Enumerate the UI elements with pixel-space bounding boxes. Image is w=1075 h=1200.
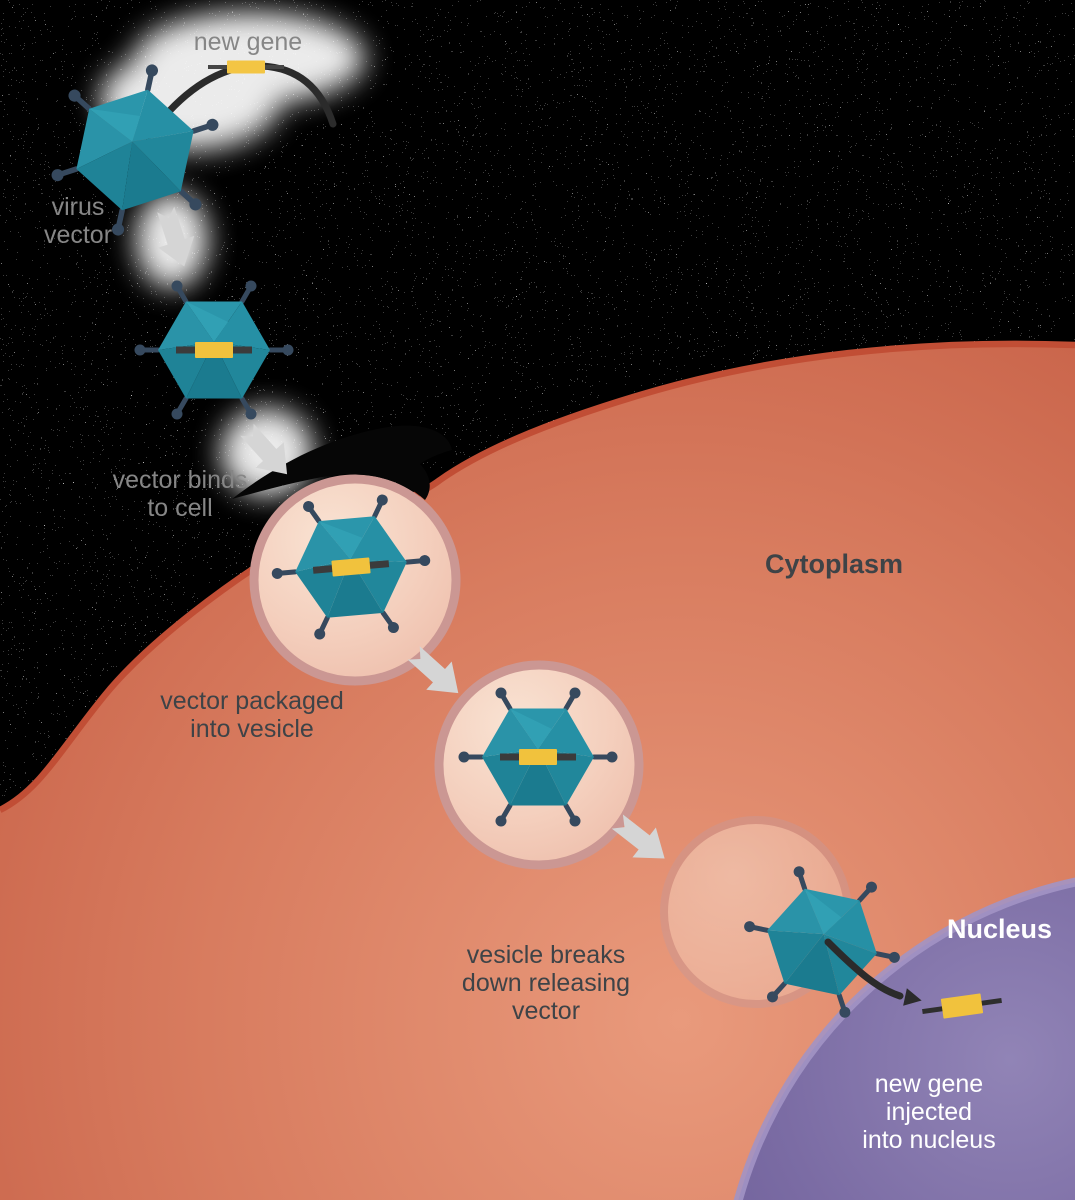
virus-vector-label: virus vector [43,193,113,249]
new-gene-label: new gene [193,28,303,56]
vector-packaged-label: vector packaged into vesicle [160,687,344,743]
vector-binds-to-cell-label: vector binds to cell [112,466,248,522]
cytoplasm-label: Cytoplasm [765,549,904,579]
injected-gene-segment-icon [922,993,1002,1019]
nucleus-injection-arrow-icon [824,938,924,1010]
new-gene-injected-label: new gene injected into nucleus [862,1070,996,1154]
nucleus-label: Nucleus [947,914,1053,944]
new-gene-segment-icon [208,60,284,74]
membrane-fold-gap [232,425,452,500]
vesicle-breaks-down-label: vesicle breaks down releasing vector [461,941,631,1025]
nucleus-region [733,877,1075,1200]
